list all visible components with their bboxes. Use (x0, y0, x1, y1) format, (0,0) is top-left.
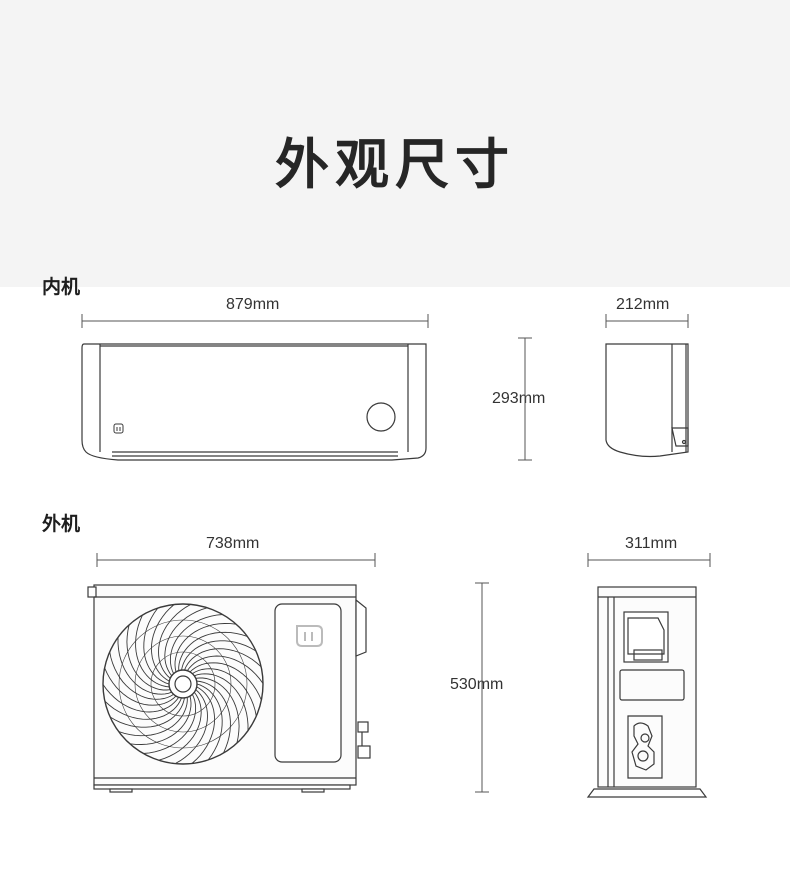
indoor-height-label: 293mm (492, 390, 546, 407)
fan-blade-line (181, 640, 257, 671)
fan-blade-line (102, 684, 180, 713)
fan-blade-line (126, 624, 171, 691)
outdoor-height-label: 530mm (450, 676, 504, 693)
fan-blade-line (104, 667, 177, 706)
indoor-depth-dimension-line (605, 314, 689, 328)
fan-blade-line (158, 691, 202, 761)
indoor-unit-front (81, 343, 427, 461)
fan-blade-line (186, 655, 264, 684)
fan-hub (168, 669, 198, 699)
fan-ring (134, 635, 232, 733)
fan-hub-inner (174, 675, 192, 693)
indoor-width-dimension-line (81, 314, 429, 328)
indoor-depth-label: 212mm (616, 296, 670, 313)
fan-blade-line (150, 604, 175, 682)
fan-blade-line (169, 614, 223, 674)
outdoor-section-label: 外机 (42, 513, 81, 535)
outdoor-unit-side (586, 586, 708, 798)
indoor-unit-side (605, 343, 689, 458)
fan-blade-line (117, 637, 172, 695)
fan-blade-line (104, 697, 182, 720)
fan-blade-line (158, 604, 192, 679)
page-title: 外观尺寸 (275, 133, 515, 196)
outdoor-height-dimension-line (475, 582, 489, 793)
fan-blade-line (184, 648, 262, 671)
fan-blade-line (174, 623, 237, 672)
fan-blade-line (118, 697, 188, 737)
fan-blade-line (196, 683, 223, 761)
fan-blade-line (174, 689, 208, 764)
fan-blade-line (192, 668, 257, 717)
fan-ring (150, 651, 216, 717)
header-band (0, 0, 790, 287)
outdoor-depth-dimension-line (587, 553, 711, 567)
indoor-display-ring (366, 402, 396, 432)
mijia-logo-large-icon (296, 625, 323, 647)
outdoor-width-label: 738mm (206, 535, 260, 552)
fan-blade-line (143, 607, 170, 685)
fan-blade-line (196, 680, 231, 754)
fan-blade-line (164, 607, 208, 677)
fan-blade-line (194, 673, 249, 731)
outdoor-fan-grille (102, 603, 264, 765)
mijia-logo-icon (113, 423, 124, 434)
fan-blade-line (109, 697, 185, 728)
indoor-section-label: 内机 (42, 276, 81, 298)
fan-blade-line (189, 662, 262, 701)
indoor-width-label: 879mm (226, 296, 280, 313)
outdoor-unit-front (87, 584, 371, 793)
fan-blade-line (178, 631, 248, 671)
fan-outer-ring (102, 603, 264, 765)
fan-blade-line (109, 651, 174, 700)
fan-blade-line (135, 614, 170, 688)
outdoor-depth-label: 311mm (625, 535, 678, 552)
outdoor-width-dimension-line (96, 553, 376, 567)
fan-blade-line (129, 696, 192, 745)
fan-blade-line (143, 694, 197, 754)
indoor-height-dimension-line (518, 337, 532, 461)
fan-blade-line (191, 686, 216, 764)
fan-blade-line (195, 677, 240, 744)
